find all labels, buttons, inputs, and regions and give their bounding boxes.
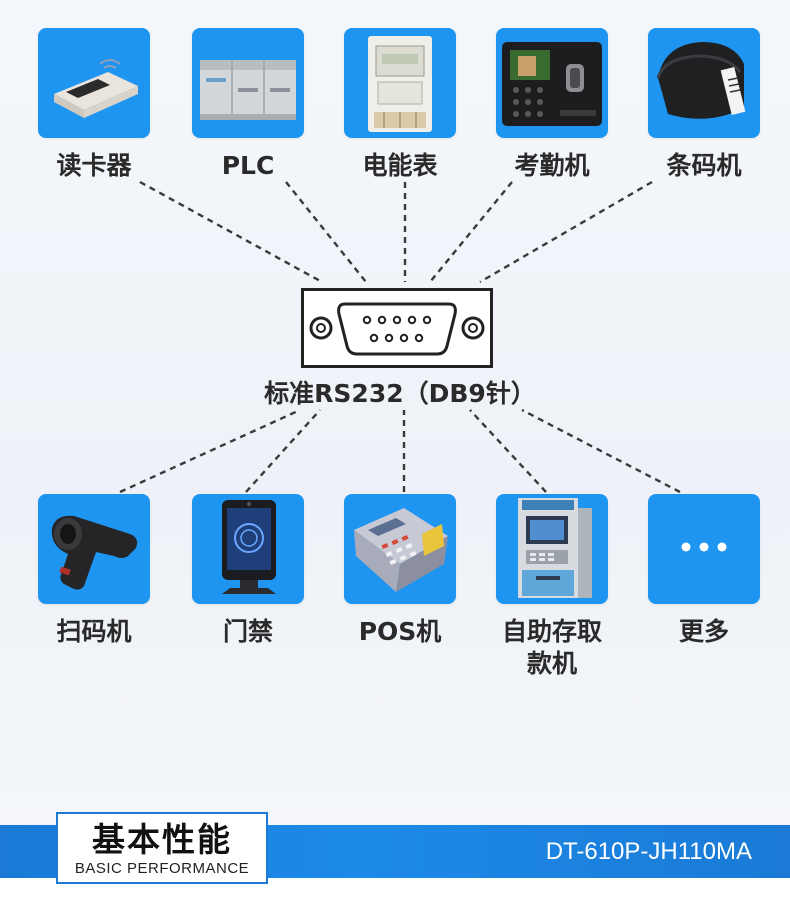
label-more: 更多 bbox=[678, 617, 729, 646]
db9-connector-icon bbox=[301, 288, 493, 368]
tile-energy-meter bbox=[344, 28, 456, 138]
pos-terminal-icon bbox=[354, 508, 448, 592]
label-printer-icon bbox=[656, 42, 746, 119]
line-atm bbox=[469, 409, 547, 493]
section-title-en: BASIC PERFORMANCE bbox=[74, 860, 250, 877]
tile-card-reader bbox=[38, 28, 150, 138]
line-label-printer bbox=[479, 180, 653, 284]
label-energy-meter: 电能表 bbox=[362, 151, 438, 180]
tile-attendance bbox=[496, 28, 608, 138]
rs232-label: 标准RS232（DB9针） bbox=[264, 379, 536, 408]
tile-pos bbox=[344, 494, 456, 604]
more-dots-icon bbox=[681, 542, 727, 552]
attendance-machine-icon bbox=[502, 42, 602, 126]
label-atm: 自助存取款机 bbox=[501, 617, 602, 678]
card-reader-icon bbox=[54, 59, 138, 118]
model-number: DT-610P-JH110MA bbox=[545, 838, 752, 865]
line-access bbox=[245, 409, 321, 493]
energy-meter-icon bbox=[368, 36, 432, 132]
plc-icon bbox=[200, 60, 296, 120]
tile-plc bbox=[192, 28, 304, 138]
label-pos: POS机 bbox=[358, 617, 442, 646]
tile-access-control bbox=[192, 494, 304, 604]
label-plc: PLC bbox=[221, 151, 275, 180]
tile-more bbox=[648, 494, 760, 604]
tile-label-printer bbox=[648, 28, 760, 138]
label-access-control: 门禁 bbox=[222, 617, 273, 646]
line-card-reader bbox=[139, 180, 323, 284]
section-title: 基本性能 BASIC PERFORMANCE bbox=[56, 812, 268, 884]
label-attendance: 考勤机 bbox=[514, 151, 590, 180]
label-label-printer: 条码机 bbox=[666, 151, 742, 180]
section-title-cn: 基本性能 bbox=[92, 820, 232, 859]
label-scanner: 扫码机 bbox=[56, 617, 132, 646]
access-control-terminal-icon bbox=[222, 500, 276, 594]
line-attendance bbox=[429, 181, 513, 283]
line-more bbox=[521, 408, 681, 494]
line-scanner bbox=[119, 408, 301, 494]
label-card-reader: 读卡器 bbox=[56, 151, 132, 180]
barcode-scanner-icon bbox=[51, 515, 138, 590]
tile-atm bbox=[496, 494, 608, 604]
atm-icon bbox=[518, 498, 592, 598]
line-plc bbox=[285, 181, 367, 283]
tile-scanner bbox=[38, 494, 150, 604]
